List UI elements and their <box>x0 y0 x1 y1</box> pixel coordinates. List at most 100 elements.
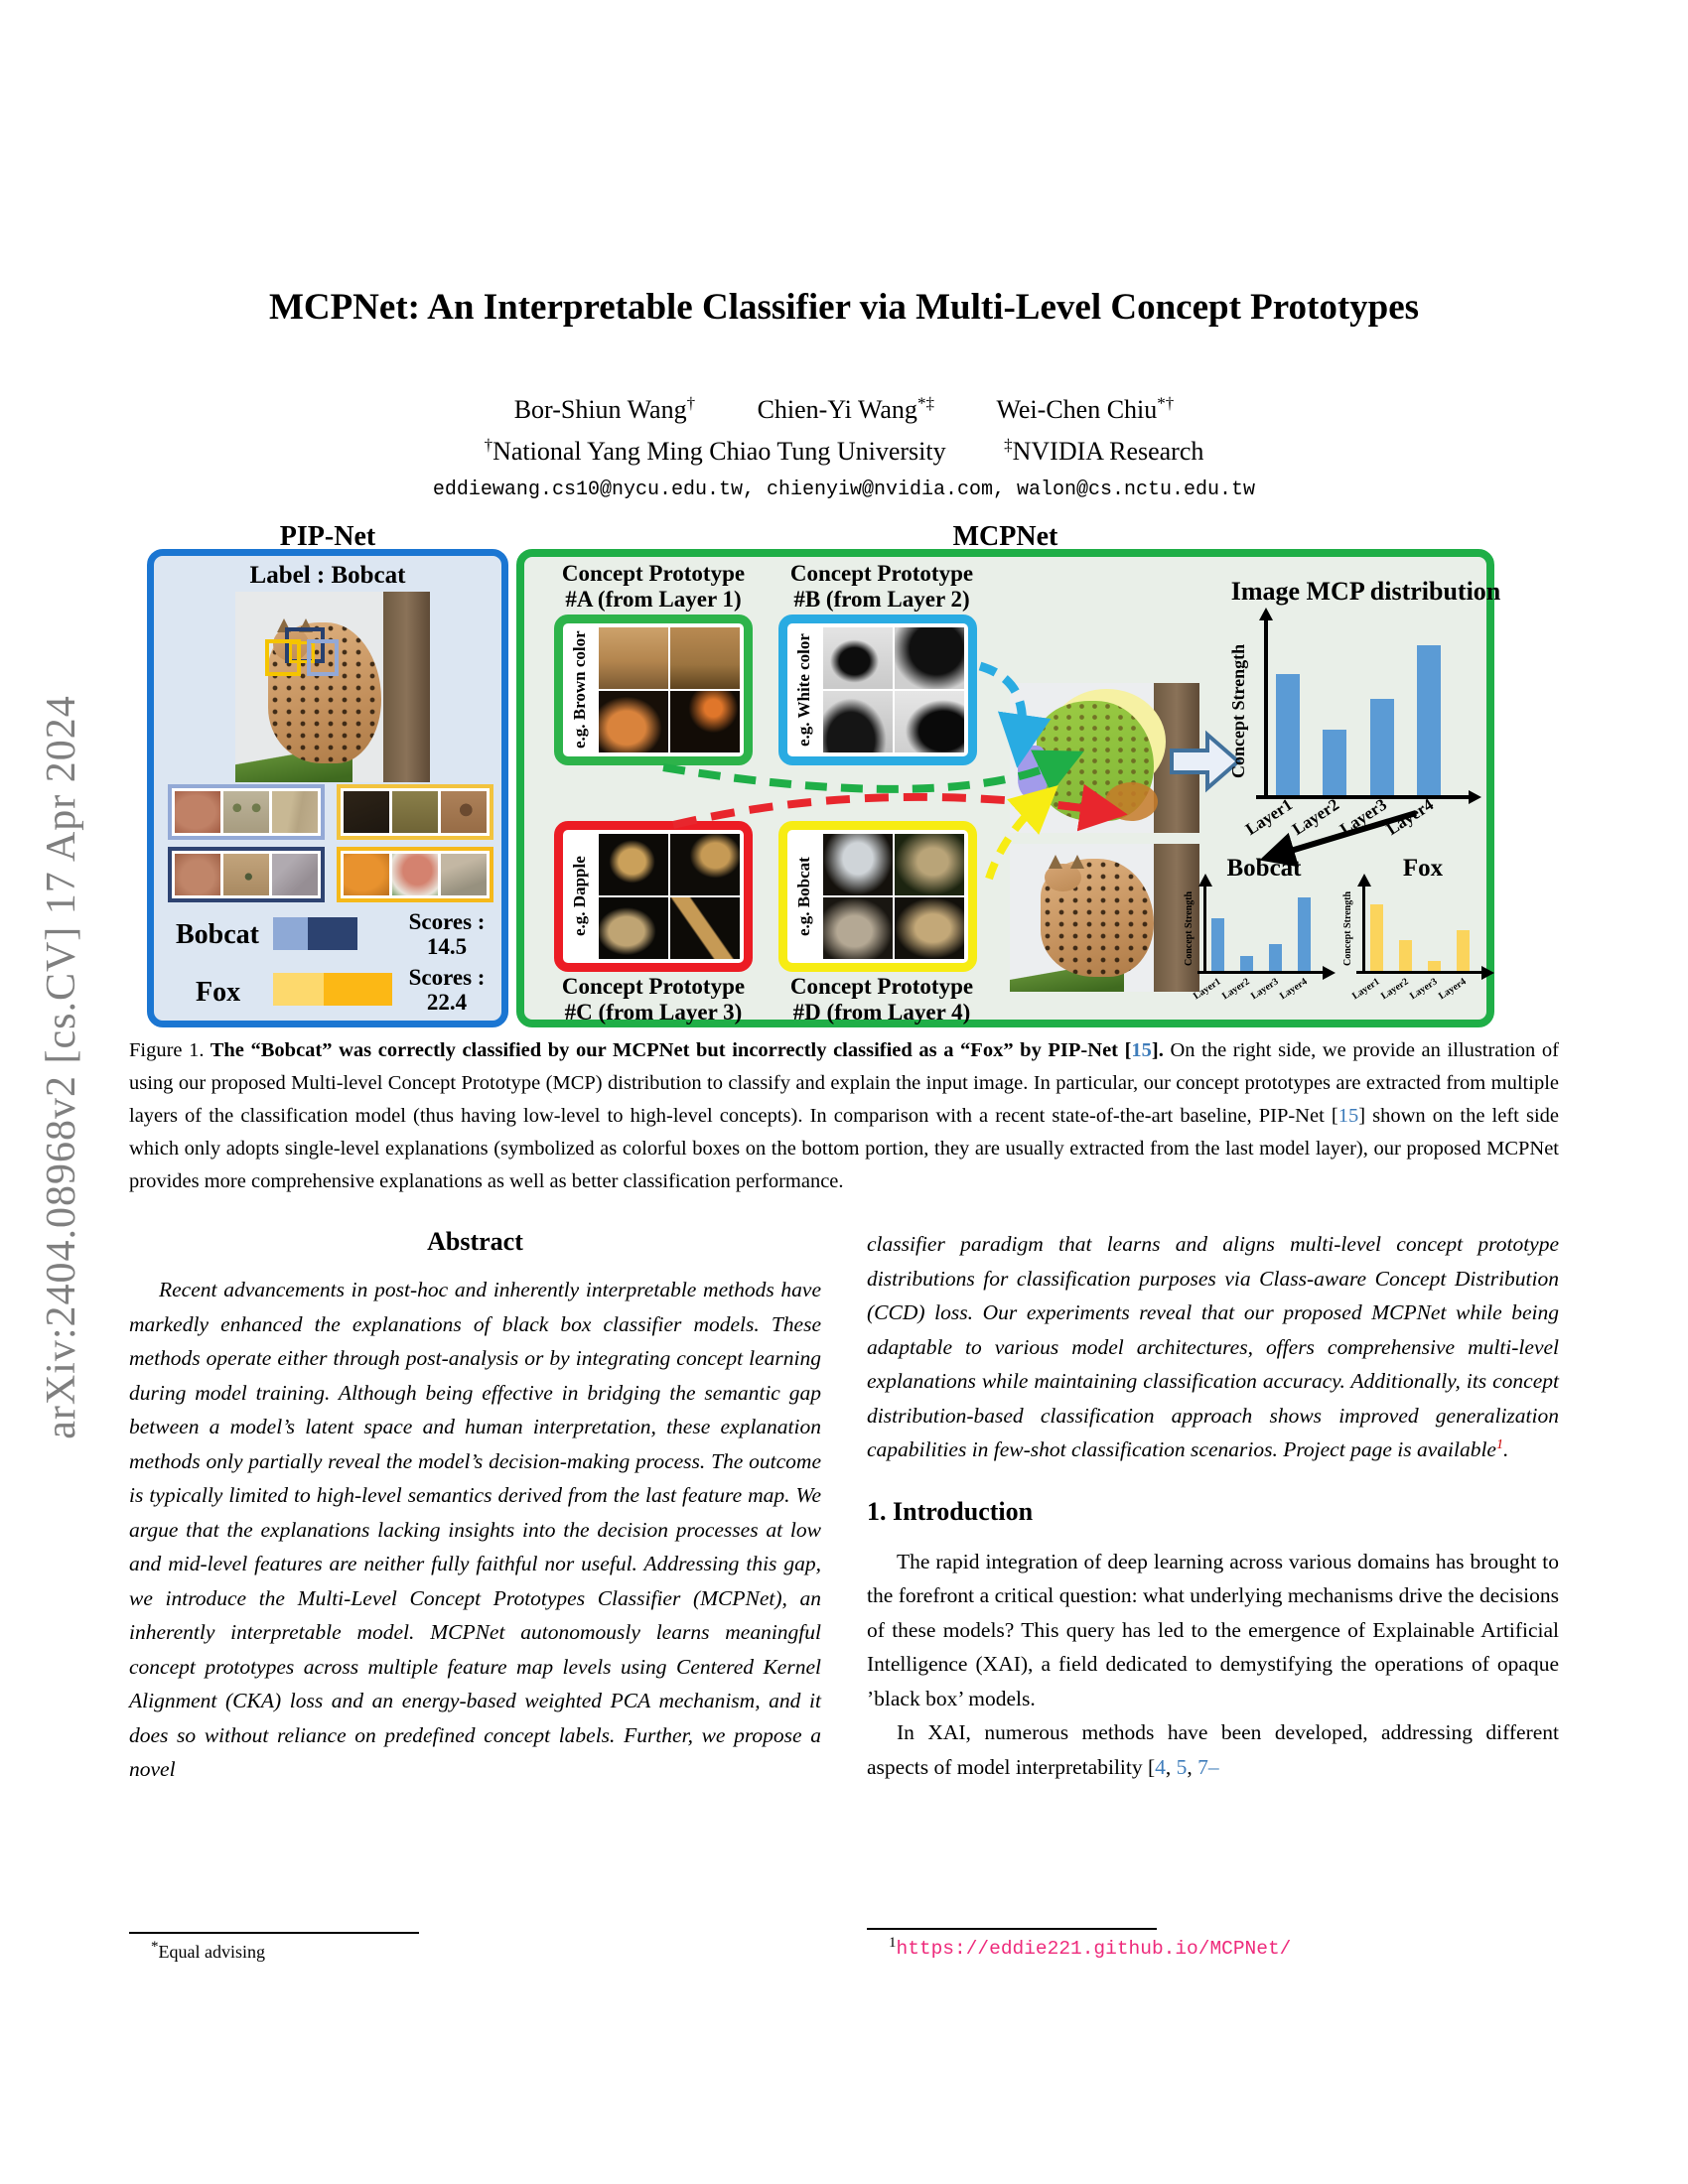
prototype-patch-box-yellow <box>265 639 301 676</box>
concept-a-title: Concept Prototype#A (from Layer 1) <box>561 561 746 612</box>
bar-Layer2 <box>1240 956 1253 971</box>
concept-c-examples <box>599 834 740 959</box>
bar-Layer1 <box>1370 903 1383 971</box>
patch <box>392 854 438 895</box>
abstract-paragraph: Recent advancements in post-hoc and inhe… <box>129 1278 821 1781</box>
x-tick-Layer4: Layer4 <box>1278 976 1310 1003</box>
x-tick-Layer2: Layer2 <box>1220 976 1252 1003</box>
bar-Layer2 <box>1323 729 1347 795</box>
patch <box>272 791 318 833</box>
citation-7[interactable]: 7 <box>1197 1754 1208 1779</box>
left-column: Abstract Recent advancements in post-hoc… <box>129 1227 821 1787</box>
intro-paragraph-1: The rapid integration of deep learning a… <box>867 1549 1559 1710</box>
footnote-rule <box>129 1932 419 1934</box>
y-axis <box>1264 618 1268 799</box>
citation-15[interactable]: 15 <box>1131 1039 1152 1061</box>
footnote-rule <box>867 1928 1157 1930</box>
green-dashed-arrow <box>662 750 1084 793</box>
fox-bar-lightyellow <box>273 973 324 1006</box>
patch <box>441 791 487 833</box>
bobcat-bar-navy <box>308 917 357 950</box>
chart-title: Image MCP distribution <box>1230 577 1501 606</box>
bar-Layer1 <box>1276 673 1300 795</box>
figure-label: Figure 1. <box>129 1039 205 1061</box>
bar-Layer4 <box>1416 644 1441 795</box>
bobcat-score-bar <box>273 917 357 950</box>
concept-c-box: e.g. Dapple <box>554 821 753 972</box>
affiliation-1: †National Yang Ming Chiao Tung Universit… <box>484 435 946 466</box>
prototype-patch-box-yellow-small <box>289 641 315 663</box>
y-axis-label: Concept Strength <box>1342 890 1353 966</box>
x-tick-Layer3: Layer3 <box>1408 976 1440 1003</box>
figure-1: PIP-Net MCPNet Label : Bobcat <box>129 521 1559 1031</box>
patch <box>272 854 318 895</box>
concept-d-examples <box>823 834 964 959</box>
arxiv-watermark: arXiv:2404.08968v2 [cs.CV] 17 Apr 2024 <box>39 695 84 1439</box>
x-tick-Layer1: Layer1 <box>1350 976 1382 1003</box>
x-tick-Layer3: Layer3 <box>1249 976 1281 1003</box>
concept-b-examples <box>823 627 964 752</box>
x-tick-Layer4: Layer4 <box>1437 976 1469 1003</box>
bar-Layer3 <box>1428 961 1441 971</box>
patch <box>175 791 220 833</box>
citation-15[interactable]: 15 <box>1337 1105 1359 1127</box>
concept-c-example-label: e.g. Dapple <box>570 856 589 937</box>
bar-Layer1 <box>1211 917 1224 971</box>
x-tick-Layer1: Layer1 <box>1192 976 1223 1003</box>
bar-Layer3 <box>1369 699 1394 795</box>
concept-b-example-label: e.g. White color <box>794 633 813 747</box>
introduction-heading: 1. Introduction <box>867 1496 1034 1526</box>
x-tick-Layer3: Layer3 <box>1336 794 1390 839</box>
bobcat-prototype-strip-lightblue <box>168 784 325 840</box>
bars <box>1211 889 1311 971</box>
pipnet-heading: PIP-Net <box>279 521 376 552</box>
bar-Layer4 <box>1298 897 1311 971</box>
author-2: Chien-Yi Wang*‡ <box>757 393 934 424</box>
patch <box>175 854 220 895</box>
concept-a-example-label: e.g. Brown color <box>570 630 589 750</box>
y-axis-label: Concept Strength <box>1184 890 1195 966</box>
concept-d-example-label: e.g. Bobcat <box>794 857 813 936</box>
bar-Layer4 <box>1457 930 1470 971</box>
bar-Layer3 <box>1269 943 1282 971</box>
project-page-footnote: 1https://eddie221.github.io/MCPNet/ <box>867 1928 1559 1960</box>
intro-paragraph-2: In XAI, numerous methods have been devel… <box>867 1720 1559 1779</box>
abstract-continued: classifier paradigm that learns and alig… <box>867 1232 1559 1461</box>
concept-d-title: Concept Prototype#D (from Layer 4) <box>789 974 974 1024</box>
pipnet-panel: Label : Bobcat <box>147 549 508 1027</box>
right-column: classifier paradigm that learns and alig… <box>867 1227 1559 1784</box>
x-axis <box>1356 971 1483 974</box>
bars <box>1370 889 1470 971</box>
mcpnet-panel: Concept Prototype#A (from Layer 1) Conce… <box>516 549 1500 1027</box>
y-axis-label: Concept Strength <box>1228 643 1248 779</box>
footnote-ref-1[interactable]: 1 <box>1495 1436 1503 1452</box>
bar-Layer2 <box>1399 939 1412 971</box>
concept-a-examples <box>599 627 740 752</box>
abstract-heading: Abstract <box>427 1227 523 1256</box>
concept-d-box: e.g. Bobcat <box>778 821 977 972</box>
fox-prototype-strip-yellow-1 <box>337 784 493 840</box>
bobcat-original-image <box>1010 844 1199 992</box>
equal-advising-footnote: *Equal advising <box>129 1932 821 1963</box>
citation-4[interactable]: 4 <box>1155 1754 1166 1779</box>
legend-class-fox: Fox <box>196 977 241 1008</box>
citation-5[interactable]: 5 <box>1176 1754 1188 1779</box>
y-axis <box>1362 885 1365 974</box>
patch <box>223 791 269 833</box>
x-axis <box>1256 795 1471 799</box>
affiliation-2: ‡NVIDIA Research <box>1004 435 1204 466</box>
input-image-label: Label : Bobcat <box>249 562 406 589</box>
bobcat-score: Scores : 14.5 <box>408 909 486 959</box>
paper-title: MCPNet: An Interpretable Classifier via … <box>268 287 1420 328</box>
project-page-link[interactable]: https://eddie221.github.io/MCPNet/ <box>896 1938 1292 1960</box>
mcpnet-heading: MCPNet <box>952 521 1058 552</box>
author-emails: eddiewang.cs10@nycu.edu.tw, chienyiw@nvi… <box>432 478 1256 501</box>
patch <box>441 854 487 895</box>
